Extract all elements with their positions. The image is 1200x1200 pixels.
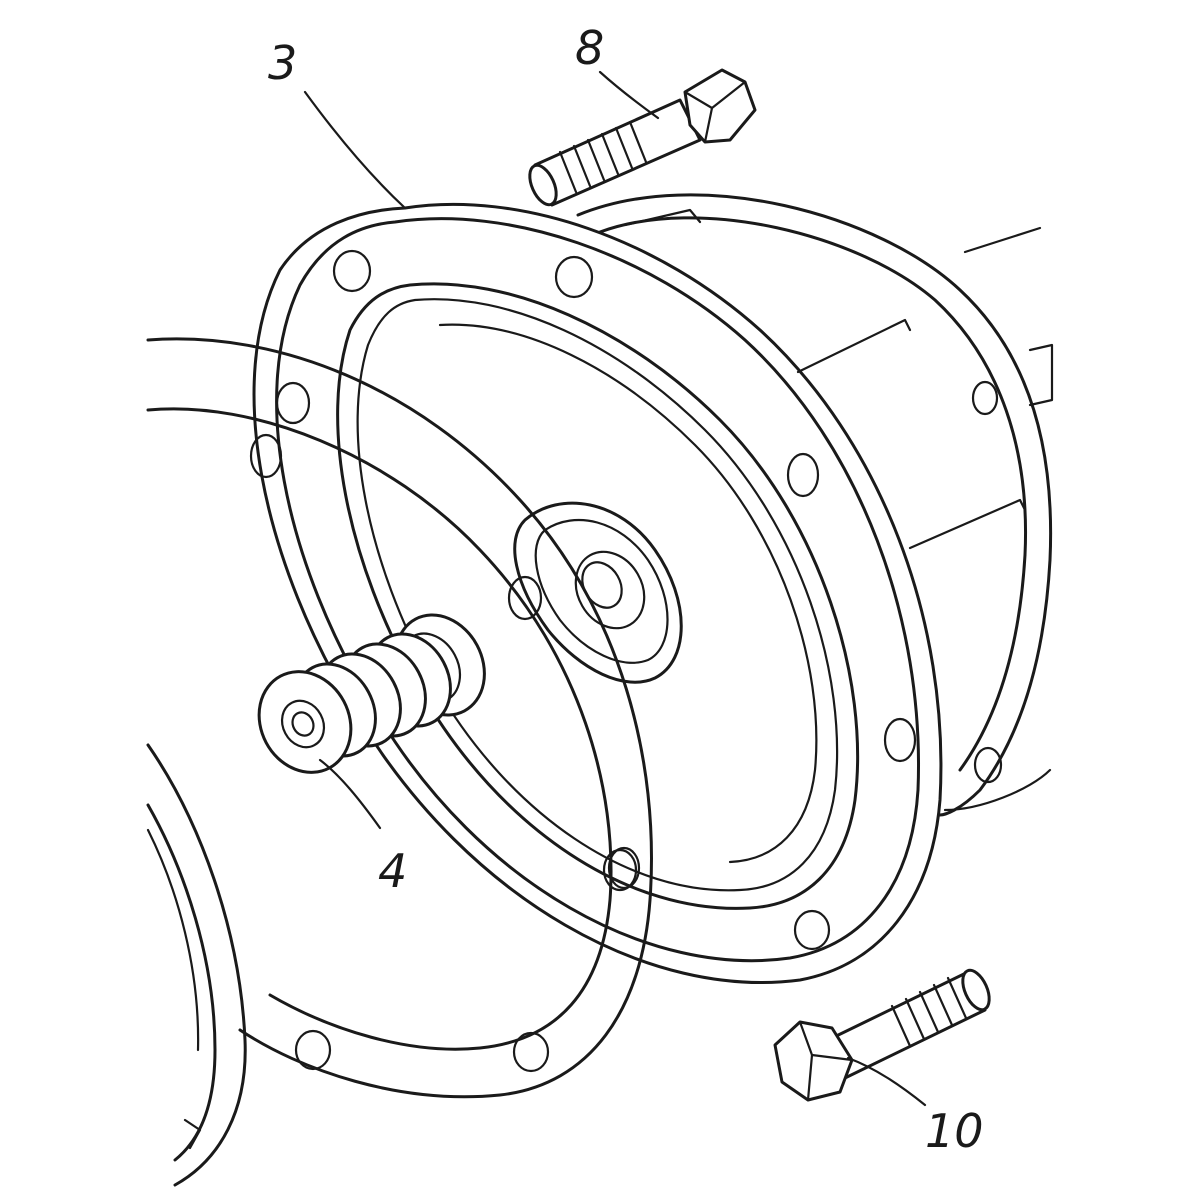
callout-part-10: 10 — [925, 1104, 984, 1158]
bolt-10 — [773, 968, 991, 1102]
leader-lines — [303, 70, 927, 1107]
callout-part-8: 8 — [575, 21, 605, 75]
callout-part-3: 3 — [268, 36, 298, 90]
gasket-ring — [146, 337, 653, 1099]
leader-4 — [318, 758, 382, 830]
spring-assembly — [257, 613, 486, 774]
bearing-boss — [513, 501, 683, 684]
bolt-8 — [528, 68, 757, 207]
leader-8 — [598, 70, 660, 120]
mounting-flange — [249, 202, 943, 985]
end-cover — [146, 743, 247, 1187]
leader-10 — [846, 1056, 927, 1107]
callout-part-4: 4 — [378, 844, 408, 898]
housing-body — [576, 193, 1054, 817]
leader-3 — [303, 90, 407, 210]
